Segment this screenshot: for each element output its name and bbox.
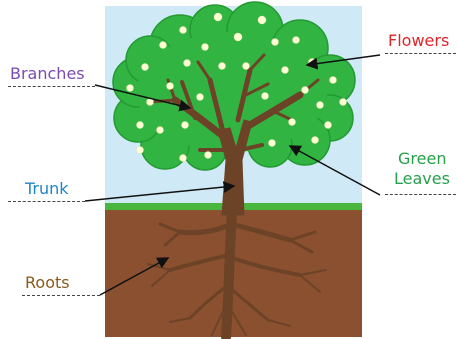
trunk-label: Trunk [25, 179, 69, 198]
flowers-label: Flowers [388, 31, 450, 50]
branches-label: Branches [10, 64, 85, 83]
trunk-arrow [84, 181, 236, 202]
roots-arrow [99, 257, 170, 296]
roots-underline [22, 295, 100, 296]
green-leaves-label-line2: Leaves [394, 169, 450, 188]
green-leaves-label-line1: Green [398, 149, 447, 168]
roots-drawing [147, 205, 327, 339]
flowers-underline [385, 53, 456, 54]
green-leaves-arrow [288, 145, 381, 196]
branches-underline [8, 86, 95, 87]
flowers-arrow [305, 54, 381, 70]
roots-label: Roots [25, 273, 70, 292]
pointer-arrows [84, 54, 381, 296]
branches-arrow [94, 84, 192, 112]
trunk-underline [8, 201, 85, 202]
green-leaves-underline [385, 194, 456, 195]
